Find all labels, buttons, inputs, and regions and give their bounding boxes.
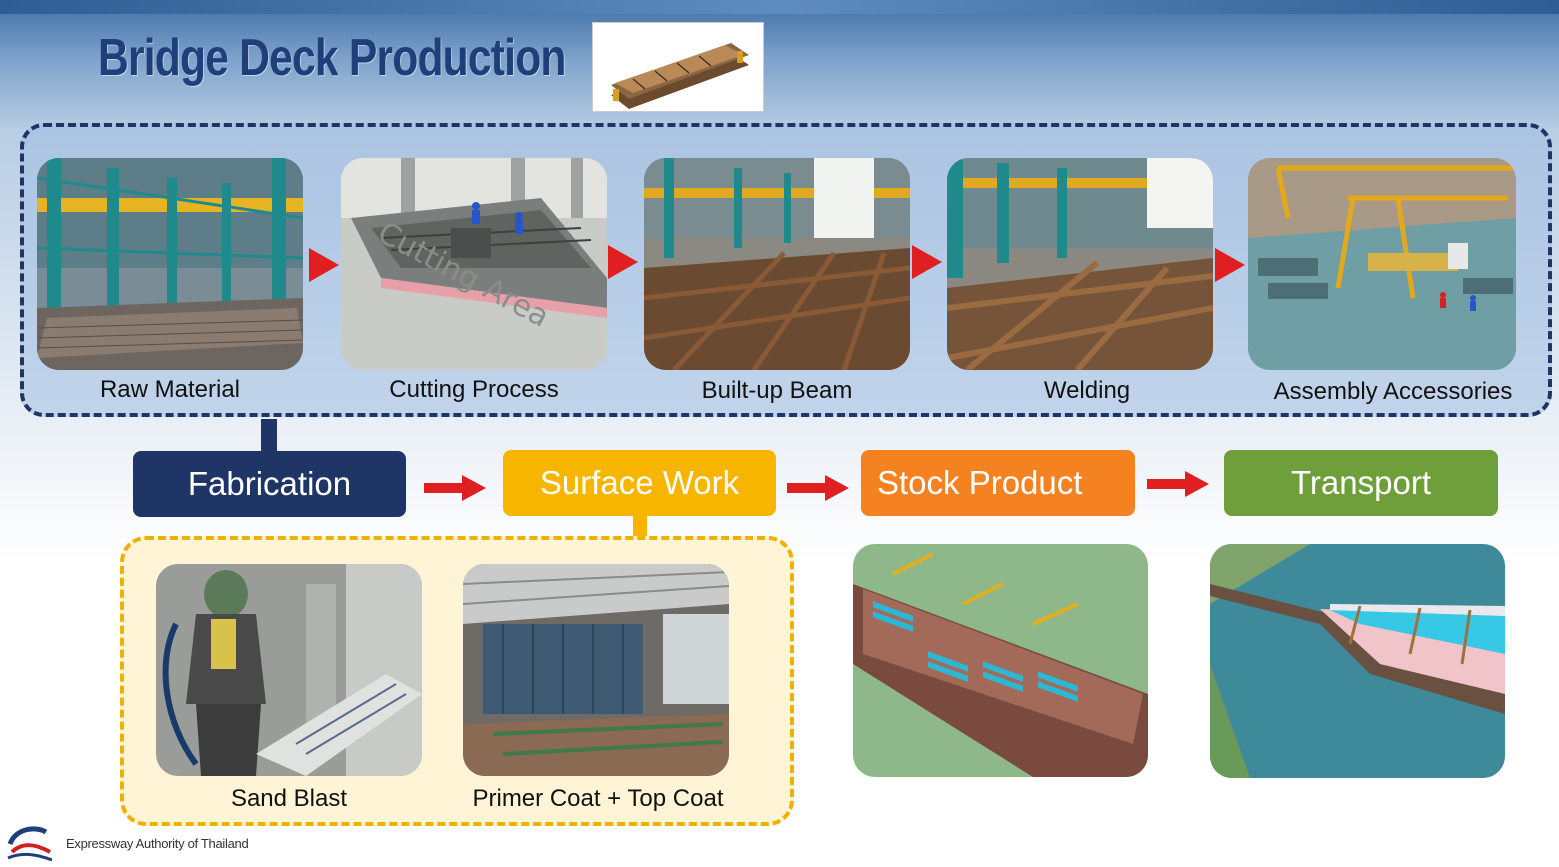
step-label: Welding bbox=[1043, 377, 1131, 404]
stage-transport: Transport bbox=[1224, 450, 1498, 516]
step-label: Built-up Beam bbox=[701, 377, 853, 404]
arrow-right-icon bbox=[912, 245, 942, 279]
arrow-right-icon bbox=[1147, 471, 1209, 497]
bridge-deck-thumbnail bbox=[592, 22, 764, 112]
connector-line bbox=[633, 515, 647, 539]
stage-surface-work: Surface Work bbox=[503, 450, 776, 516]
footer-organization: Expressway Authority of Thailand bbox=[66, 836, 249, 851]
arrow-right-icon bbox=[787, 475, 849, 501]
exat-logo-icon bbox=[7, 826, 52, 862]
raw-material-photo bbox=[37, 158, 303, 370]
arrow-right-icon bbox=[309, 248, 339, 282]
stage-fabrication: Fabrication bbox=[133, 451, 406, 517]
page-title: Bridge Deck Production bbox=[98, 29, 566, 87]
primer-coat-photo bbox=[463, 564, 729, 776]
sky-banner bbox=[0, 0, 1559, 14]
built-up-beam-photo bbox=[644, 158, 910, 370]
transport-image bbox=[1210, 544, 1505, 778]
arrow-right-icon bbox=[424, 475, 486, 501]
stage-stock-product: Stock Product bbox=[861, 450, 1135, 516]
step-label: Sand Blast bbox=[230, 785, 348, 812]
step-label: Assembly Accessories bbox=[1273, 378, 1513, 405]
step-label: Raw Material bbox=[99, 376, 241, 403]
step-label: Primer Coat + Top Coat bbox=[472, 785, 724, 812]
stock-product-image bbox=[853, 544, 1148, 777]
welding-photo bbox=[947, 158, 1213, 370]
arrow-right-icon bbox=[608, 245, 638, 279]
sand-blast-photo bbox=[156, 564, 422, 776]
arrow-right-icon bbox=[1215, 248, 1245, 282]
cutting-process-photo: Cutting Area bbox=[341, 158, 607, 370]
step-label: Cutting Process bbox=[389, 376, 559, 403]
assembly-accessories-photo bbox=[1248, 158, 1516, 370]
connector-line bbox=[261, 419, 277, 453]
